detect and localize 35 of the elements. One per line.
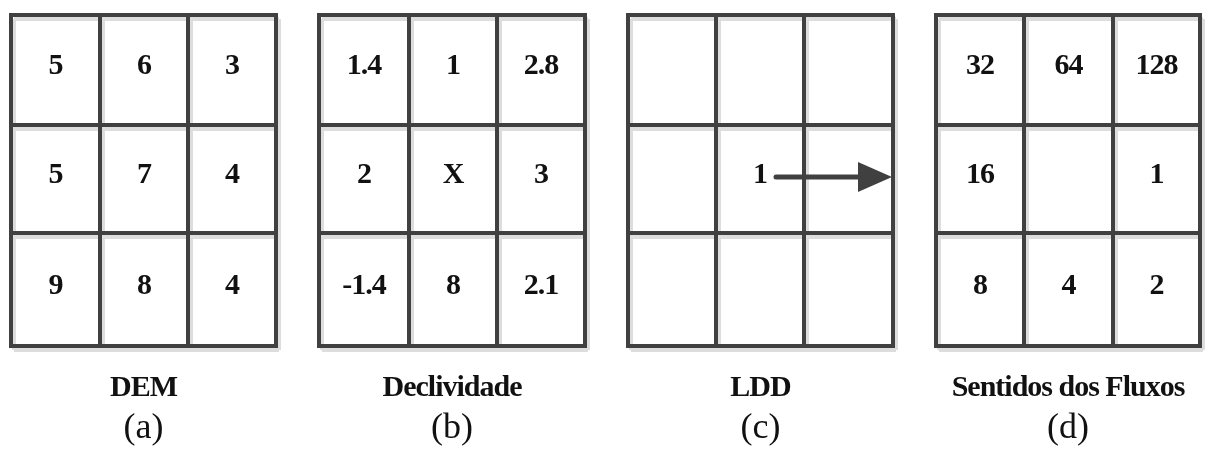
- cell-value: 1: [446, 49, 460, 79]
- panel-letter: (a): [123, 408, 164, 444]
- cell-value: 7: [137, 158, 151, 188]
- cell-value: 1: [1149, 158, 1164, 188]
- cell-value: 8: [137, 268, 151, 299]
- cell-value: 4: [1061, 268, 1076, 299]
- cell-value: -1.4: [342, 268, 386, 299]
- panel-title: LDD: [730, 371, 791, 401]
- panel-title: Sentidos dos Fluxos: [951, 371, 1185, 401]
- panel-letter: (d): [1047, 408, 1089, 444]
- panel-title: DEM: [110, 371, 177, 401]
- cell-value: 3: [534, 158, 548, 188]
- cell-value: 5: [48, 158, 63, 188]
- cell-value: 4: [225, 268, 239, 299]
- panel-letter: (b): [431, 408, 473, 444]
- cell-value: 1: [753, 158, 767, 188]
- cell-value: 2: [357, 158, 371, 188]
- cell-value: 128: [1135, 49, 1178, 79]
- cell-value: 16: [966, 158, 994, 188]
- panel-title: Declividade: [382, 371, 522, 401]
- cell-value: 8: [446, 268, 460, 299]
- cell-value: 2.8: [523, 49, 559, 79]
- cell-value: 2.1: [523, 268, 559, 299]
- cell-value: 8: [973, 268, 987, 299]
- cell-value: 64: [1054, 49, 1083, 79]
- cell-value: X: [442, 158, 464, 188]
- cell-value: 1.4: [346, 49, 382, 79]
- cell-value: 4: [225, 158, 239, 188]
- cell-value: 9: [48, 268, 63, 299]
- cell-value: 2: [1149, 268, 1164, 299]
- cell-value: 32: [966, 49, 994, 79]
- cell-value: 5: [48, 49, 63, 79]
- panel-letter: (c): [740, 408, 781, 444]
- cell-value: 6: [137, 49, 151, 79]
- cell-value: 3: [225, 49, 239, 79]
